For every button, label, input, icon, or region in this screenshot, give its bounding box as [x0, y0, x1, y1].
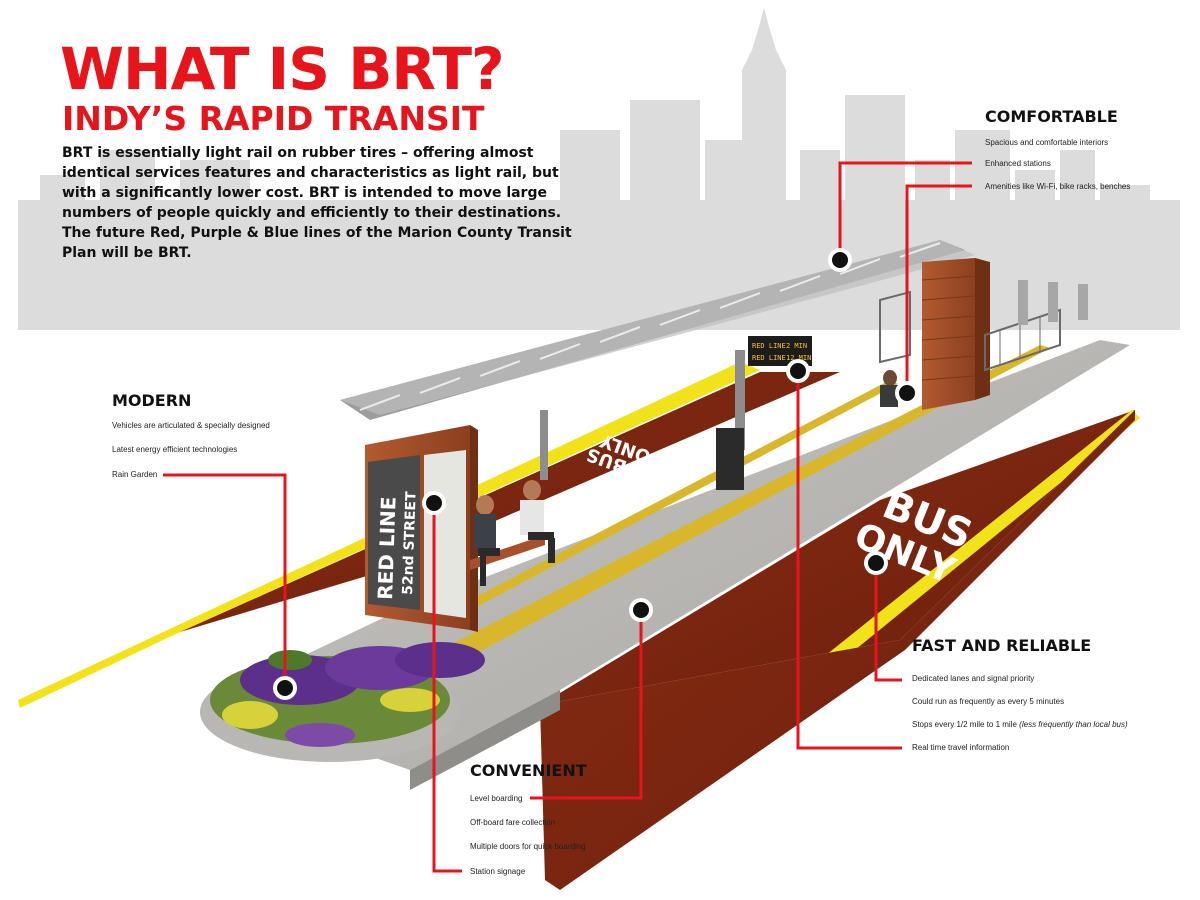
- display-row-2-time: 12 MIN: [786, 354, 811, 362]
- display-row-2-line: RED LINE: [752, 354, 786, 362]
- fast-item-frequency: Could run as frequently as every 5 minut…: [912, 697, 1065, 706]
- callout-station-signage: [432, 503, 462, 873]
- station-canopy: [340, 240, 975, 490]
- fast-item-stops-text: Stops every 1/2 mile to 1 mile: [912, 720, 1017, 729]
- display-row-1-line: RED LINE: [752, 342, 786, 350]
- comfortable-item-amenities: Amenities like Wi-Fi, bike racks, benche…: [985, 182, 1131, 191]
- callout-lines: [163, 161, 972, 873]
- real-time-display: RED LINE 2 MIN RED LINE 12 MIN: [748, 336, 812, 366]
- fast-item-real-time: Real time travel information: [912, 743, 1010, 752]
- convenient-item-signage: Station signage: [470, 867, 526, 876]
- fast-reliable-heading: FAST AND RELIABLE: [912, 636, 1092, 655]
- convenient-item-level-boarding: Level boarding: [470, 794, 523, 803]
- display-row-1-time: 2 MIN: [786, 342, 807, 350]
- convenient-heading: CONVENIENT: [470, 761, 587, 780]
- fast-item-stops-note: (less frequently than local bus): [1019, 720, 1128, 729]
- modern-item-vehicles: Vehicles are articulated & specially des…: [112, 421, 270, 430]
- intro-paragraph: BRT is essentially light rail on rubber …: [62, 145, 572, 261]
- callout-amenities: [905, 184, 972, 393]
- callout-rain-garden: [163, 473, 287, 688]
- callout-markers: [273, 248, 919, 700]
- bench-and-riders: [470, 370, 898, 586]
- callout-enhanced-stations: [838, 161, 972, 260]
- page-title: WHAT IS BRT?: [60, 35, 505, 103]
- modern-item-energy: Latest energy efficient technologies: [112, 445, 238, 454]
- comfortable-item-interiors: Spacious and comfortable interiors: [985, 138, 1109, 147]
- page-subtitle: INDY’S RAPID TRANSIT: [62, 99, 485, 138]
- sign-street-text: 52nd STREET: [400, 491, 420, 595]
- modern-heading: MODERN: [112, 391, 192, 410]
- comfortable-heading: COMFORTABLE: [985, 107, 1118, 126]
- right-bus-lane: [540, 410, 1140, 890]
- sign-line-text: RED LINE: [373, 496, 401, 600]
- callout-real-time-info: [796, 371, 902, 750]
- callout-level-boarding: [530, 610, 643, 800]
- modern-item-rain-garden: Rain Garden: [112, 470, 158, 479]
- convenient-item-fare: Off-board fare collection: [470, 818, 556, 827]
- rain-garden: [222, 642, 485, 747]
- station-sign-tower: RED LINE 52nd STREET: [365, 425, 478, 632]
- fast-item-stops: Stops every 1/2 mile to 1 mile (less fre…: [912, 720, 1128, 729]
- right-station-wall: [879, 258, 1088, 410]
- fast-item-dedicated-lanes: Dedicated lanes and signal priority: [912, 674, 1035, 683]
- comfortable-item-stations: Enhanced stations: [985, 159, 1051, 168]
- convenient-item-doors: Multiple doors for quick boarding: [470, 842, 586, 851]
- callout-dedicated-lanes: [874, 563, 902, 682]
